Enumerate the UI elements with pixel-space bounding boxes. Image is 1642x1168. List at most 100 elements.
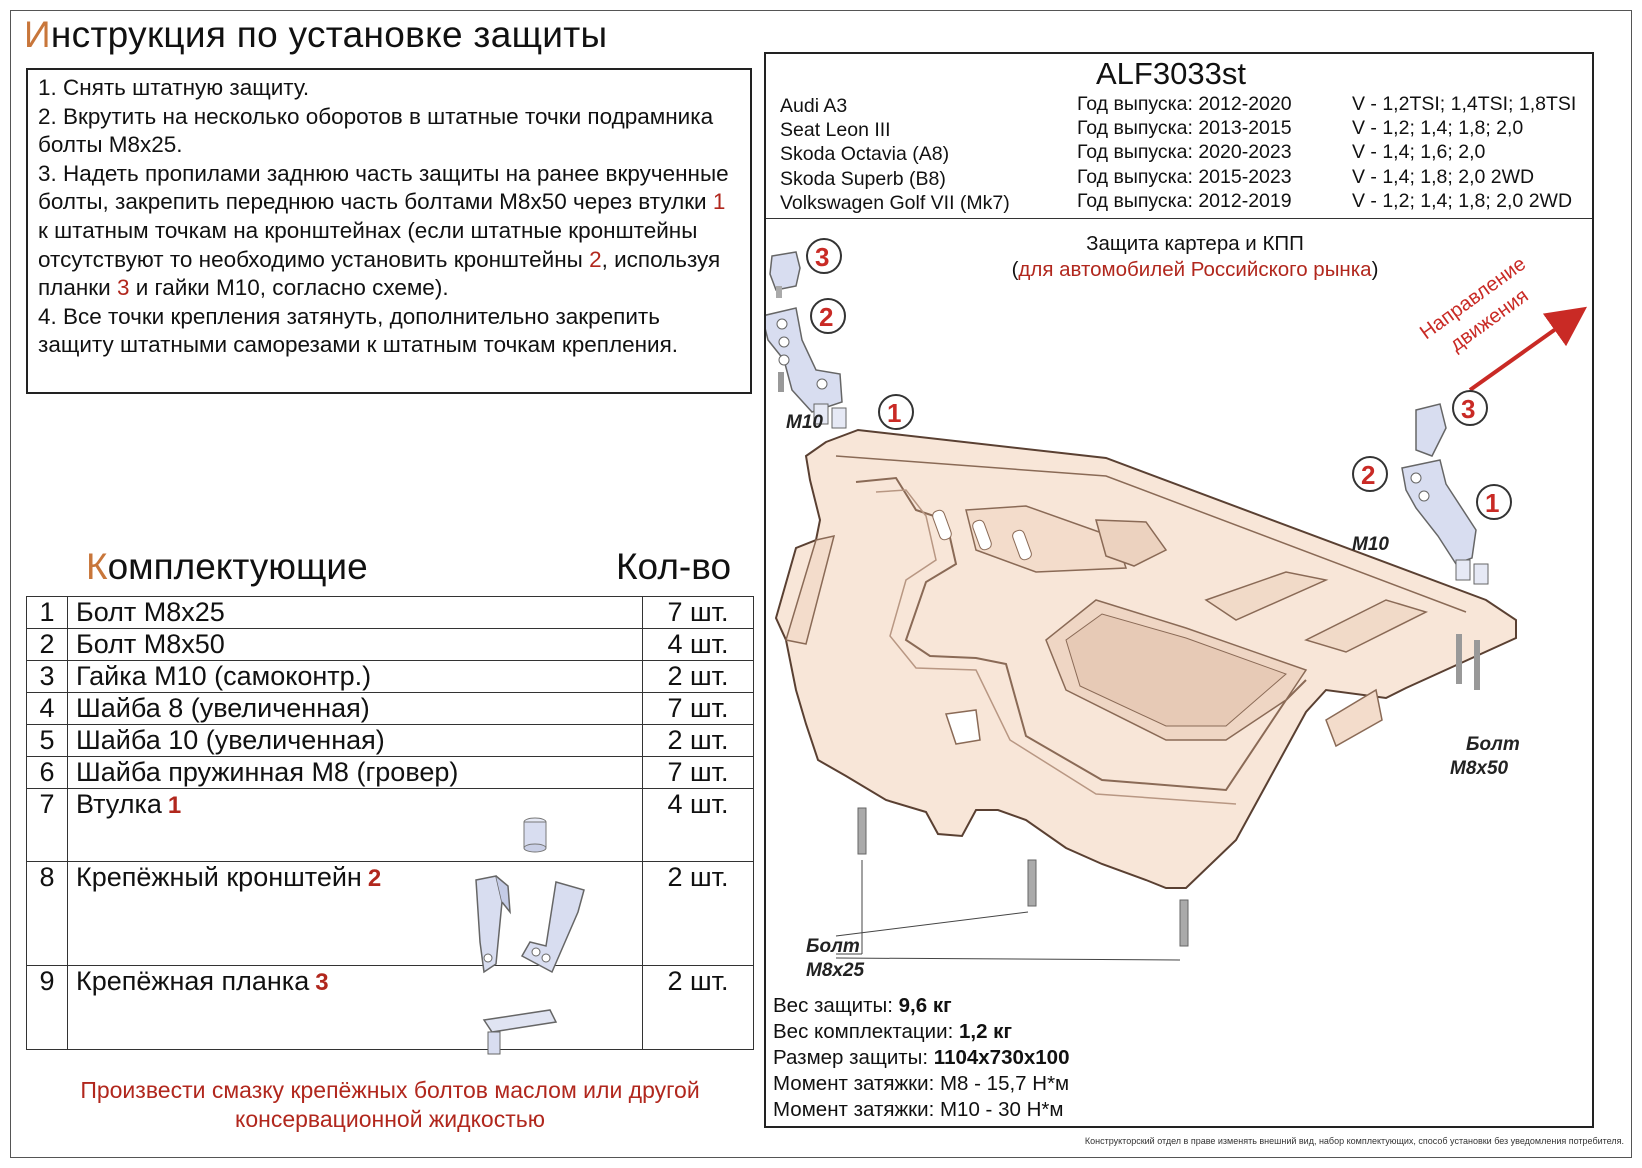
- ref-1: 1: [712, 189, 726, 215]
- part-qty: 7 шт.: [642, 756, 754, 789]
- direction-arrow-icon: [1468, 306, 1588, 392]
- spec-line: Момент затяжки: М10 - 30 Н*м: [773, 1098, 1064, 1121]
- callout-3-left: [806, 238, 842, 274]
- part-name: Шайба 8 (увеличенная): [67, 692, 643, 725]
- svg-text:1: 1: [887, 398, 901, 428]
- instructions-box: 1. Снять штатную защиту. 2. Вкрутить на …: [26, 68, 752, 394]
- part-number: 5: [26, 724, 68, 757]
- vehicle-year: Год выпуска: 2013-2015: [1077, 117, 1292, 140]
- protection-title: Защита картера и КПП (для автомобилей Ро…: [1011, 232, 1379, 281]
- part-qty: 4 шт.: [642, 788, 754, 862]
- svg-text:3: 3: [1461, 394, 1475, 424]
- part-qty: 2 шт.: [642, 861, 754, 966]
- step-4: 4. Все точки крепления затянуть, дополни…: [38, 303, 679, 358]
- vehicle-year: Год выпуска: 2012-2019: [1077, 189, 1292, 212]
- part-name: Шайба пружинная М8 (гровер): [67, 756, 643, 789]
- part-name: Шайба 10 (увеличенная): [67, 724, 643, 757]
- part-number: 9: [26, 965, 68, 1050]
- part-name: Болт М8х25: [67, 596, 643, 629]
- bottom-bolts: [835, 807, 1189, 961]
- part-qty: 7 шт.: [642, 692, 754, 725]
- protection-plate: [774, 428, 1517, 889]
- m10-label-right: M10: [1352, 534, 1389, 555]
- part-number: 2: [26, 628, 68, 661]
- vehicle-model: Audi A3: [780, 95, 848, 117]
- part-qty: 4 шт.: [642, 628, 754, 661]
- protection-diagram: Направление движения: [766, 238, 1588, 981]
- svg-text:2: 2: [1361, 460, 1375, 490]
- step-2: 2. Вкрутить на несколько оборотов в штат…: [38, 103, 714, 158]
- ref-2: 2: [589, 246, 602, 272]
- callout-3-right: [1452, 390, 1488, 426]
- part-qty: 2 шт.: [642, 724, 754, 757]
- vehicle-model: Seat Leon III: [780, 119, 891, 142]
- bolt-label-right: Болт: [1466, 734, 1520, 755]
- m8x25-label: M8x25: [806, 960, 865, 981]
- product-code: ALF3033st: [1096, 56, 1246, 91]
- part-ref-badge: 2: [367, 865, 382, 892]
- spec-line: Размер защиты: 1104х730х100: [773, 1046, 1070, 1069]
- part-qty: 7 шт.: [642, 596, 754, 629]
- vehicle-model: Skoda Octavia (A8): [780, 143, 950, 166]
- part-number: 8: [26, 861, 68, 966]
- parts-heading: Комплектующие: [86, 546, 368, 587]
- qty-heading: Кол-во: [616, 546, 732, 587]
- part-name: Болт М8х50: [67, 628, 643, 661]
- svg-text:1: 1: [1485, 488, 1499, 518]
- bushing-image: [523, 817, 547, 853]
- vehicle-model: Volkswagen Golf VII (Mk7): [780, 191, 1010, 214]
- right-bracket-assembly: [1401, 403, 1489, 690]
- plate-image: [482, 1009, 558, 1055]
- vehicle-engine: V - 1,2; 1,4; 1,8; 2,0: [1352, 117, 1524, 140]
- vehicle-engine: V - 1,4; 1,8; 2,0 2WD: [1352, 165, 1535, 188]
- step-1: 1. Снять штатную защиту.: [38, 75, 310, 100]
- bolt-label-bottom: Болт: [806, 936, 860, 957]
- callout-1-right: [1476, 484, 1512, 520]
- part-number: 7: [26, 788, 68, 862]
- left-bracket-assembly: [766, 251, 847, 429]
- vehicle-year: Год выпуска: 2015-2023: [1077, 165, 1292, 188]
- vehicle-year: Год выпуска: 2020-2023: [1077, 141, 1292, 164]
- m10-label-left: M10: [786, 412, 823, 433]
- disclaimer: Конструкторский отдел в праве изменять в…: [1084, 1136, 1624, 1146]
- part-ref-badge: 1: [167, 792, 182, 819]
- step-3: 3. Надеть пропилами заднюю часть защиты …: [38, 160, 729, 301]
- diagram-box: [764, 52, 1594, 1128]
- part-number: 1: [26, 596, 68, 629]
- vehicle-engine: V - 1,4; 1,6; 2,0: [1352, 141, 1486, 164]
- spec-line: Вес защиты: 9,6 кг: [773, 994, 952, 1017]
- svg-text:3: 3: [815, 242, 829, 272]
- lubrication-note: Произвести смазку крепёжных болтов масло…: [80, 1077, 700, 1132]
- direction-indicator: Направление движения: [1416, 253, 1588, 392]
- vehicle-engine: V - 1,2; 1,4; 1,8; 2,0 2WD: [1352, 189, 1573, 212]
- part-name: Гайка М10 (самоконтр.): [67, 660, 643, 693]
- part-number: 4: [26, 692, 68, 725]
- page-title: Инструкция по установке защиты: [24, 14, 608, 55]
- market-note: для автомобилей Российского рынка: [1018, 258, 1372, 281]
- spec-line: Вес комплектации: 1,2 кг: [773, 1020, 1012, 1043]
- specifications: Вес защиты: 9,6 кг Вес комплектации: 1,2 …: [773, 993, 1069, 1123]
- part-qty: 2 шт.: [642, 660, 754, 693]
- page-frame: [10, 10, 1632, 1158]
- spec-line: Момент затяжки: М8 - 15,7 Н*м: [773, 1072, 1070, 1095]
- callout-1-left: [878, 394, 914, 430]
- part-ref-badge: 3: [315, 969, 329, 996]
- vehicle-year: Год выпуска: 2012-2020: [1077, 93, 1292, 115]
- svg-text:2: 2: [819, 302, 833, 332]
- vehicle-model: Skoda Superb (B8): [780, 167, 946, 190]
- ref-3: 3: [116, 275, 130, 301]
- part-qty: 2 шт.: [642, 965, 754, 1050]
